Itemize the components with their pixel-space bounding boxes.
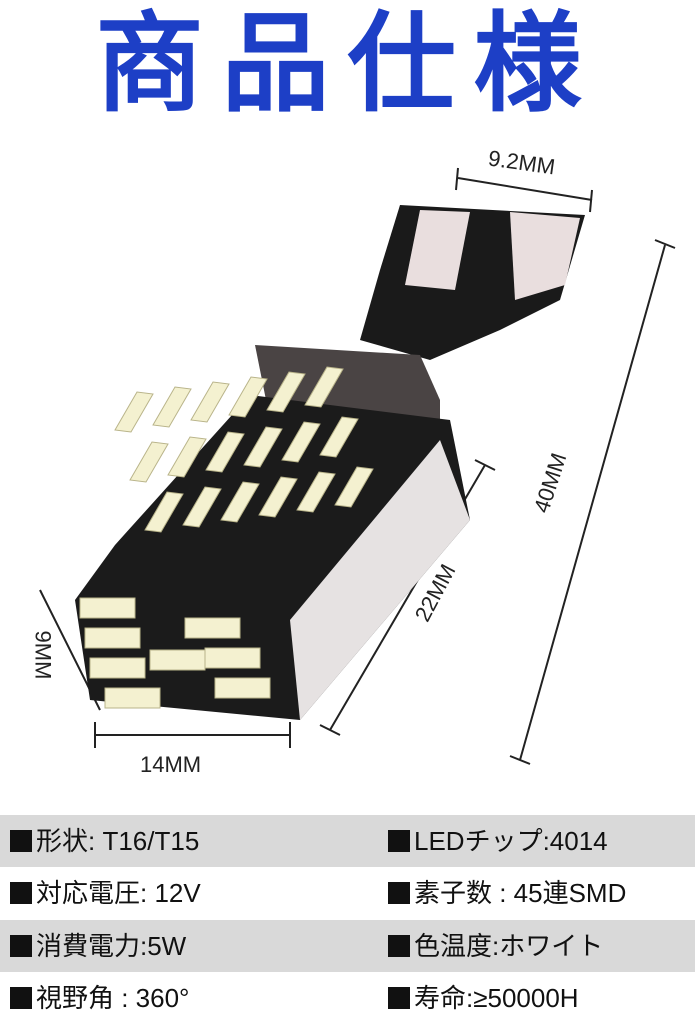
led-chip bbox=[319, 416, 359, 458]
led-chip bbox=[266, 371, 306, 413]
led-chip bbox=[243, 426, 283, 468]
spec-row: 視野角 : 360° 寿命:≥50000H bbox=[0, 972, 695, 1024]
page-title: 商品仕様 bbox=[95, 2, 600, 127]
led-chip bbox=[258, 476, 298, 518]
led-chip bbox=[214, 677, 271, 699]
led-chip bbox=[296, 471, 336, 513]
spec-shape: 形状: T16/T15 bbox=[36, 826, 200, 856]
spec-row: 形状: T16/T15 LEDチップ:4014 bbox=[0, 815, 695, 867]
led-chip bbox=[334, 466, 374, 508]
led-chip bbox=[129, 441, 169, 483]
spec-led-chip: LEDチップ:4014 bbox=[414, 826, 608, 856]
led-chip bbox=[190, 381, 230, 423]
led-chip bbox=[304, 366, 344, 408]
led-bulb-illustration bbox=[39, 167, 676, 765]
led-chip bbox=[182, 486, 222, 528]
led-chip bbox=[204, 647, 261, 669]
led-chip bbox=[104, 687, 161, 709]
led-chip bbox=[167, 436, 207, 478]
led-chip bbox=[220, 481, 260, 523]
dimension-height: 9MM bbox=[30, 630, 56, 680]
led-chip bbox=[184, 617, 241, 639]
led-chip bbox=[281, 421, 321, 463]
spec-viewing-angle: 視野角 : 360° bbox=[36, 983, 190, 1013]
spec-element-count: 素子数 : 45連SMD bbox=[414, 878, 627, 908]
led-chip bbox=[205, 431, 245, 473]
spec-color-temp: 色温度:ホワイト bbox=[414, 931, 604, 961]
dimension-width: 14MM bbox=[140, 752, 202, 777]
led-chip bbox=[144, 491, 184, 533]
spec-lifetime: 寿命:≥50000H bbox=[414, 983, 579, 1013]
led-chip bbox=[89, 657, 146, 679]
spec-power: 消費電力:5W bbox=[36, 931, 187, 961]
led-chip bbox=[84, 627, 141, 649]
led-chip bbox=[149, 649, 206, 671]
led-chip bbox=[152, 386, 192, 428]
led-chip bbox=[228, 376, 268, 418]
led-chips bbox=[79, 366, 374, 709]
led-chip bbox=[79, 597, 136, 619]
spec-row: 対応電圧: 12V 素子数 : 45連SMD bbox=[0, 867, 695, 919]
led-chip bbox=[114, 391, 154, 433]
spec-row: 消費電力:5W 色温度:ホワイト bbox=[0, 920, 695, 972]
spec-voltage: 対応電圧: 12V bbox=[36, 878, 201, 908]
